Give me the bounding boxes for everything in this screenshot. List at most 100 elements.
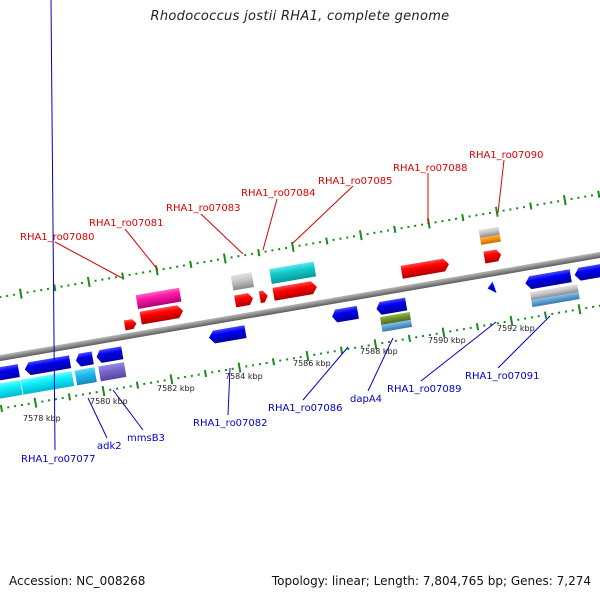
gene-ro07083-feature[interactable] — [230, 272, 255, 291]
gene-reverse-left-edge[interactable] — [0, 364, 20, 386]
gene-ro07081-feature[interactable] — [135, 287, 182, 309]
ruler-minor-tick — [380, 230, 383, 233]
ruler-minor-tick — [13, 405, 17, 408]
ruler-minor-tick — [428, 333, 432, 337]
gene-ro07091-feature-gray[interactable] — [529, 284, 579, 301]
label-ro07080[interactable]: RHA1_ro07080 — [20, 232, 95, 243]
gene-dapA4-feature-olive[interactable] — [379, 312, 411, 325]
gene-ro07085[interactable] — [272, 280, 318, 301]
gene-ro07086[interactable] — [331, 305, 359, 323]
ruler-major-tick — [86, 276, 91, 288]
label-ro07082[interactable]: RHA1_ro07082 — [193, 418, 268, 429]
ruler-minor-tick — [135, 272, 138, 275]
scale-label: 7590 kbp — [428, 336, 466, 345]
ruler-minor-tick — [509, 208, 512, 211]
ruler-minor-tick — [407, 334, 412, 343]
gene-ro07091-next[interactable] — [574, 257, 600, 282]
ruler-minor-tick — [121, 272, 125, 280]
ruler-minor-tick — [517, 318, 520, 321]
ruler-minor-tick — [577, 196, 580, 199]
gene-ro07091[interactable] — [524, 269, 572, 290]
ruler-minor-tick — [469, 326, 472, 330]
gene-ro07090[interactable] — [483, 249, 502, 264]
ruler-minor-tick — [319, 352, 323, 355]
ruler-minor-tick — [529, 202, 533, 210]
ruler-minor-tick — [522, 205, 526, 209]
gene-adk2-feature[interactable] — [74, 367, 97, 386]
gene-ro07090-feature-orange[interactable] — [480, 234, 501, 245]
gene-dapA4[interactable] — [375, 297, 408, 316]
ruler-minor-tick — [211, 371, 214, 374]
label-ro07077[interactable]: RHA1_ro07077 — [21, 454, 96, 465]
ruler-minor-tick — [20, 403, 24, 407]
gene-adk2[interactable] — [75, 351, 94, 367]
label-ro07086[interactable]: RHA1_ro07086 — [268, 403, 343, 414]
ruler-minor-tick — [163, 379, 166, 382]
ruler-minor-tick — [461, 214, 465, 222]
label-ro07084[interactable]: RHA1_ro07084 — [241, 188, 316, 199]
ruler-minor-tick — [176, 265, 179, 268]
gene-ro07085-feature[interactable] — [269, 261, 317, 284]
ruler-minor-tick — [142, 271, 145, 274]
gene-ro07088[interactable] — [400, 258, 451, 279]
gene-ro07080[interactable] — [123, 319, 138, 331]
reverse-genes — [0, 257, 600, 404]
ruler-minor-tick — [67, 393, 72, 401]
label-adk2[interactable]: adk2 — [97, 441, 122, 452]
ruler-minor-tick — [313, 353, 316, 356]
ruler-minor-tick — [550, 201, 553, 204]
callout-adk2 — [87, 397, 108, 439]
callout-ro07089 — [420, 321, 497, 382]
ruler-minor-tick — [115, 387, 119, 390]
ruler-minor-tick — [230, 256, 233, 259]
ruler-major-tick — [33, 397, 38, 408]
ruler-minor-tick — [54, 398, 58, 401]
ruler-minor-tick — [250, 252, 254, 256]
ruler-minor-tick — [312, 242, 315, 245]
ruler-minor-tick — [0, 404, 4, 413]
callout-ro07090 — [497, 159, 505, 214]
label-ro07091[interactable]: RHA1_ro07091 — [465, 371, 540, 382]
forward-callout-lines — [54, 159, 505, 279]
label-ro07089[interactable]: RHA1_ro07089 — [387, 384, 462, 395]
ruler-minor-tick — [80, 281, 84, 285]
callout-ro07080 — [54, 241, 123, 279]
ruler-minor-tick — [407, 225, 410, 229]
label-mmsB3[interactable]: mmsB3 — [127, 433, 165, 444]
label-ro07081[interactable]: RHA1_ro07081 — [89, 218, 164, 229]
gene-ro07083[interactable] — [234, 292, 254, 308]
ruler-minor-tick — [346, 236, 349, 239]
ruler-minor-tick — [203, 260, 206, 264]
ruler-minor-tick — [543, 202, 546, 205]
label-ro07090[interactable]: RHA1_ro07090 — [469, 150, 544, 161]
ruler-minor-tick — [393, 225, 397, 233]
ruler-minor-tick — [325, 237, 329, 245]
ruler-minor-tick — [231, 367, 234, 370]
ruler-minor-tick — [353, 346, 357, 349]
label-ro07085[interactable]: RHA1_ro07085 — [318, 176, 393, 187]
ruler-minor-tick — [367, 344, 370, 347]
gene-ro07081[interactable] — [139, 304, 185, 325]
gene-ro07084[interactable] — [258, 290, 269, 304]
genome-backbone — [0, 245, 600, 368]
ruler-bottom — [0, 304, 600, 413]
label-ro07083[interactable]: RHA1_ro07083 — [166, 203, 241, 214]
gene-ro07091-feature-steel[interactable] — [531, 292, 580, 308]
gene-dapA4-feature-steel[interactable] — [381, 319, 413, 332]
gene-mmsB3[interactable] — [96, 346, 124, 363]
ruler-minor-tick — [475, 214, 478, 217]
ruler-major-tick — [494, 206, 499, 217]
gene-ro07089[interactable] — [487, 281, 497, 294]
label-ro07088[interactable]: RHA1_ro07088 — [393, 163, 468, 174]
ruler-minor-tick — [394, 339, 398, 342]
gene-ro07090-feature-gray[interactable] — [478, 226, 500, 239]
ruler-minor-tick — [224, 368, 228, 372]
ruler-minor-tick — [401, 338, 404, 341]
ruler-minor-tick — [347, 347, 350, 351]
label-dapA4[interactable]: dapA4 — [350, 394, 382, 405]
gene-ro07082[interactable] — [208, 325, 247, 344]
ruler-minor-tick — [74, 283, 77, 286]
gene-mmsB3-feature[interactable] — [98, 362, 127, 382]
gene-ro07077[interactable] — [24, 355, 72, 376]
